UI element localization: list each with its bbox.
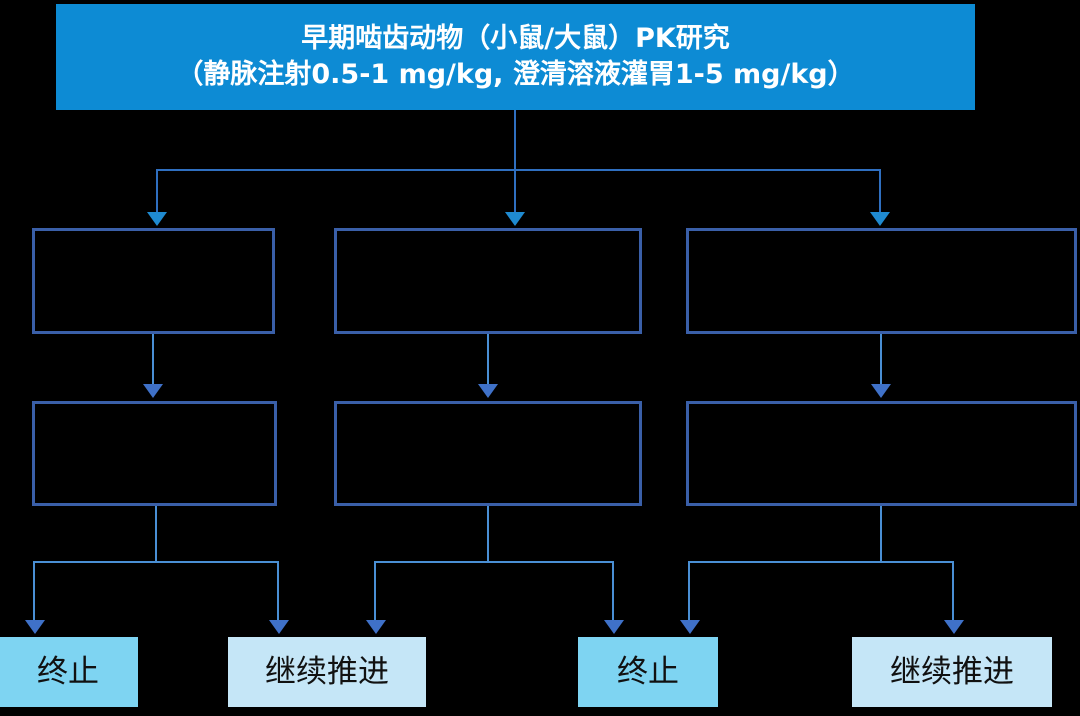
process-box-row2-left[interactable] [32, 401, 277, 506]
connector-row1-row2-left [152, 334, 154, 386]
connector-row2-left-trunk [155, 506, 157, 562]
arrow-row1-to-row2-middle [478, 384, 498, 398]
connector-header-drop-left [156, 169, 158, 215]
connector-row1-row2-middle [487, 334, 489, 386]
arrow-to-outcome-1 [25, 620, 45, 634]
header-title-line-2: （静脉注射0.5-1 mg/kg, 澄清溶液灌胃1-5 mg/kg） [176, 59, 855, 90]
connector-row2-middle-drop-a [374, 561, 376, 623]
connector-header-trunk [514, 110, 516, 170]
arrow-row1-to-row2-left [143, 384, 163, 398]
process-box-row1-middle[interactable] [334, 228, 642, 334]
connector-row2-left-drop-a [33, 561, 35, 623]
outcome-box-advance-left[interactable]: 继续推进 [228, 637, 426, 707]
outcome-box-advance-right[interactable]: 继续推进 [852, 637, 1052, 707]
arrow-header-to-row1-middle [505, 212, 525, 226]
arrow-row1-to-row2-right [871, 384, 891, 398]
connector-row2-left-drop-b [277, 561, 279, 623]
arrow-header-to-row1-left [147, 212, 167, 226]
arrow-to-outcome-4 [944, 620, 964, 634]
connector-header-drop-middle [514, 169, 516, 215]
connector-row2-middle-bus [374, 561, 614, 563]
connector-row2-right-drop-b [952, 561, 954, 623]
connector-header-bus [156, 169, 881, 171]
outcome-box-terminate-right[interactable]: 终止 [578, 637, 718, 707]
connector-row2-right-drop-a [688, 561, 690, 623]
arrow-to-outcome-2b [366, 620, 386, 634]
header-title-line-1: 早期啮齿动物（小鼠/大鼠）PK研究 [301, 23, 730, 54]
process-box-row2-middle[interactable] [334, 401, 642, 506]
outcome-box-terminate-left[interactable]: 终止 [0, 637, 138, 707]
connector-header-drop-right [879, 169, 881, 215]
process-box-row1-right[interactable] [686, 228, 1077, 334]
connector-row2-right-bus [688, 561, 954, 563]
arrow-header-to-row1-right [870, 212, 890, 226]
outcome-label: 终止 [617, 654, 679, 690]
connector-row2-middle-drop-b [612, 561, 614, 623]
connector-row1-row2-right [880, 334, 882, 386]
arrow-to-outcome-3 [604, 620, 624, 634]
connector-row2-right-trunk [880, 506, 882, 562]
outcome-label: 继续推进 [890, 654, 1014, 690]
arrow-to-outcome-3b [680, 620, 700, 634]
outcome-label: 继续推进 [265, 654, 389, 690]
connector-row2-left-bus [33, 561, 279, 563]
outcome-label: 终止 [37, 654, 99, 690]
process-box-row2-right[interactable] [686, 401, 1077, 506]
header-node: 早期啮齿动物（小鼠/大鼠）PK研究 （静脉注射0.5-1 mg/kg, 澄清溶液… [56, 4, 975, 110]
connector-row2-middle-trunk [487, 506, 489, 562]
process-box-row1-left[interactable] [32, 228, 275, 334]
arrow-to-outcome-2 [269, 620, 289, 634]
